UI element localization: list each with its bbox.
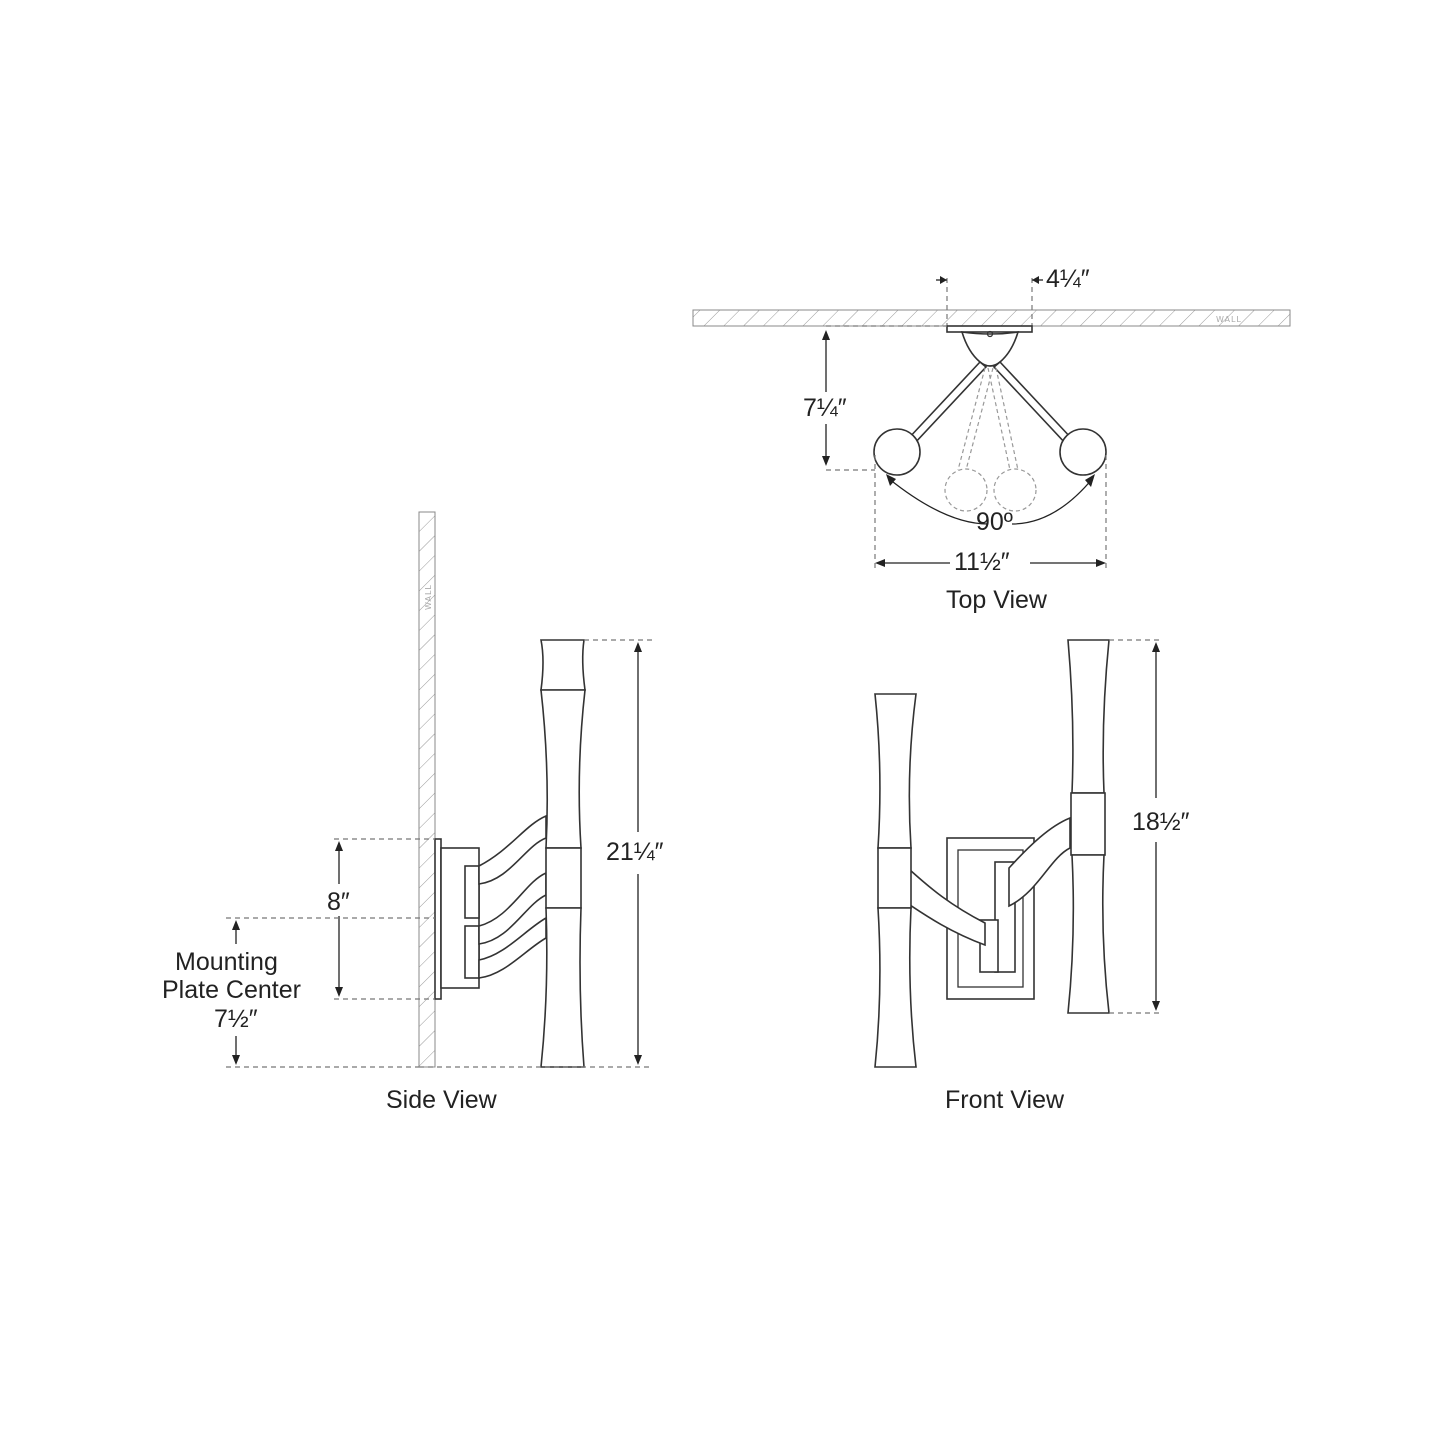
top-ghost-globe-1	[944, 468, 988, 512]
mounting-center-label-line2: Plate Center	[162, 976, 301, 1004]
front-left-collar	[877, 847, 912, 909]
mounting-center-label-line1: Mounting	[175, 948, 278, 976]
front-right-collar	[1070, 792, 1106, 856]
top-left-globe	[873, 428, 921, 476]
front-right-tube-upper	[1067, 639, 1110, 794]
front-view: 18½″ Front View	[874, 639, 1190, 1114]
top-view: WALL 4¼″ 7¼″	[692, 265, 1291, 614]
side-view-caption: Side View	[386, 1086, 498, 1114]
side-view: WALL 21¼″ 8″	[162, 511, 664, 1114]
top-right-globe	[1059, 428, 1107, 476]
front-view-caption: Front View	[945, 1086, 1065, 1114]
wall-side	[418, 511, 436, 1068]
plate-width-dimension: 4¼″	[1046, 265, 1090, 293]
wall-tag-top: WALL	[1216, 315, 1242, 324]
side-tube-upper	[540, 639, 586, 691]
projection-dimension: 7¼″	[803, 394, 847, 422]
wall-top	[692, 309, 1291, 327]
overall-height-dimension: 21¼″	[606, 838, 664, 866]
side-backplate	[434, 838, 442, 1000]
top-view-caption: Top View	[946, 586, 1048, 614]
mounting-center-value: 7½″	[214, 1005, 258, 1033]
arm-span-dimension: 11½″	[954, 548, 1010, 576]
front-left-tube-upper	[874, 693, 917, 849]
front-height-dimension: 18½″	[1132, 808, 1190, 836]
wall-tag-side: WALL	[424, 584, 433, 610]
side-tube-lower	[540, 907, 585, 1068]
top-ghost-globe-2	[993, 468, 1037, 512]
front-left-tube-lower	[874, 907, 917, 1068]
side-tube-collar	[545, 847, 582, 909]
front-right-tube-lower	[1067, 854, 1110, 1014]
plate-height-dimension: 8″	[327, 888, 350, 916]
swivel-angle-dimension: 90º	[976, 508, 1013, 536]
